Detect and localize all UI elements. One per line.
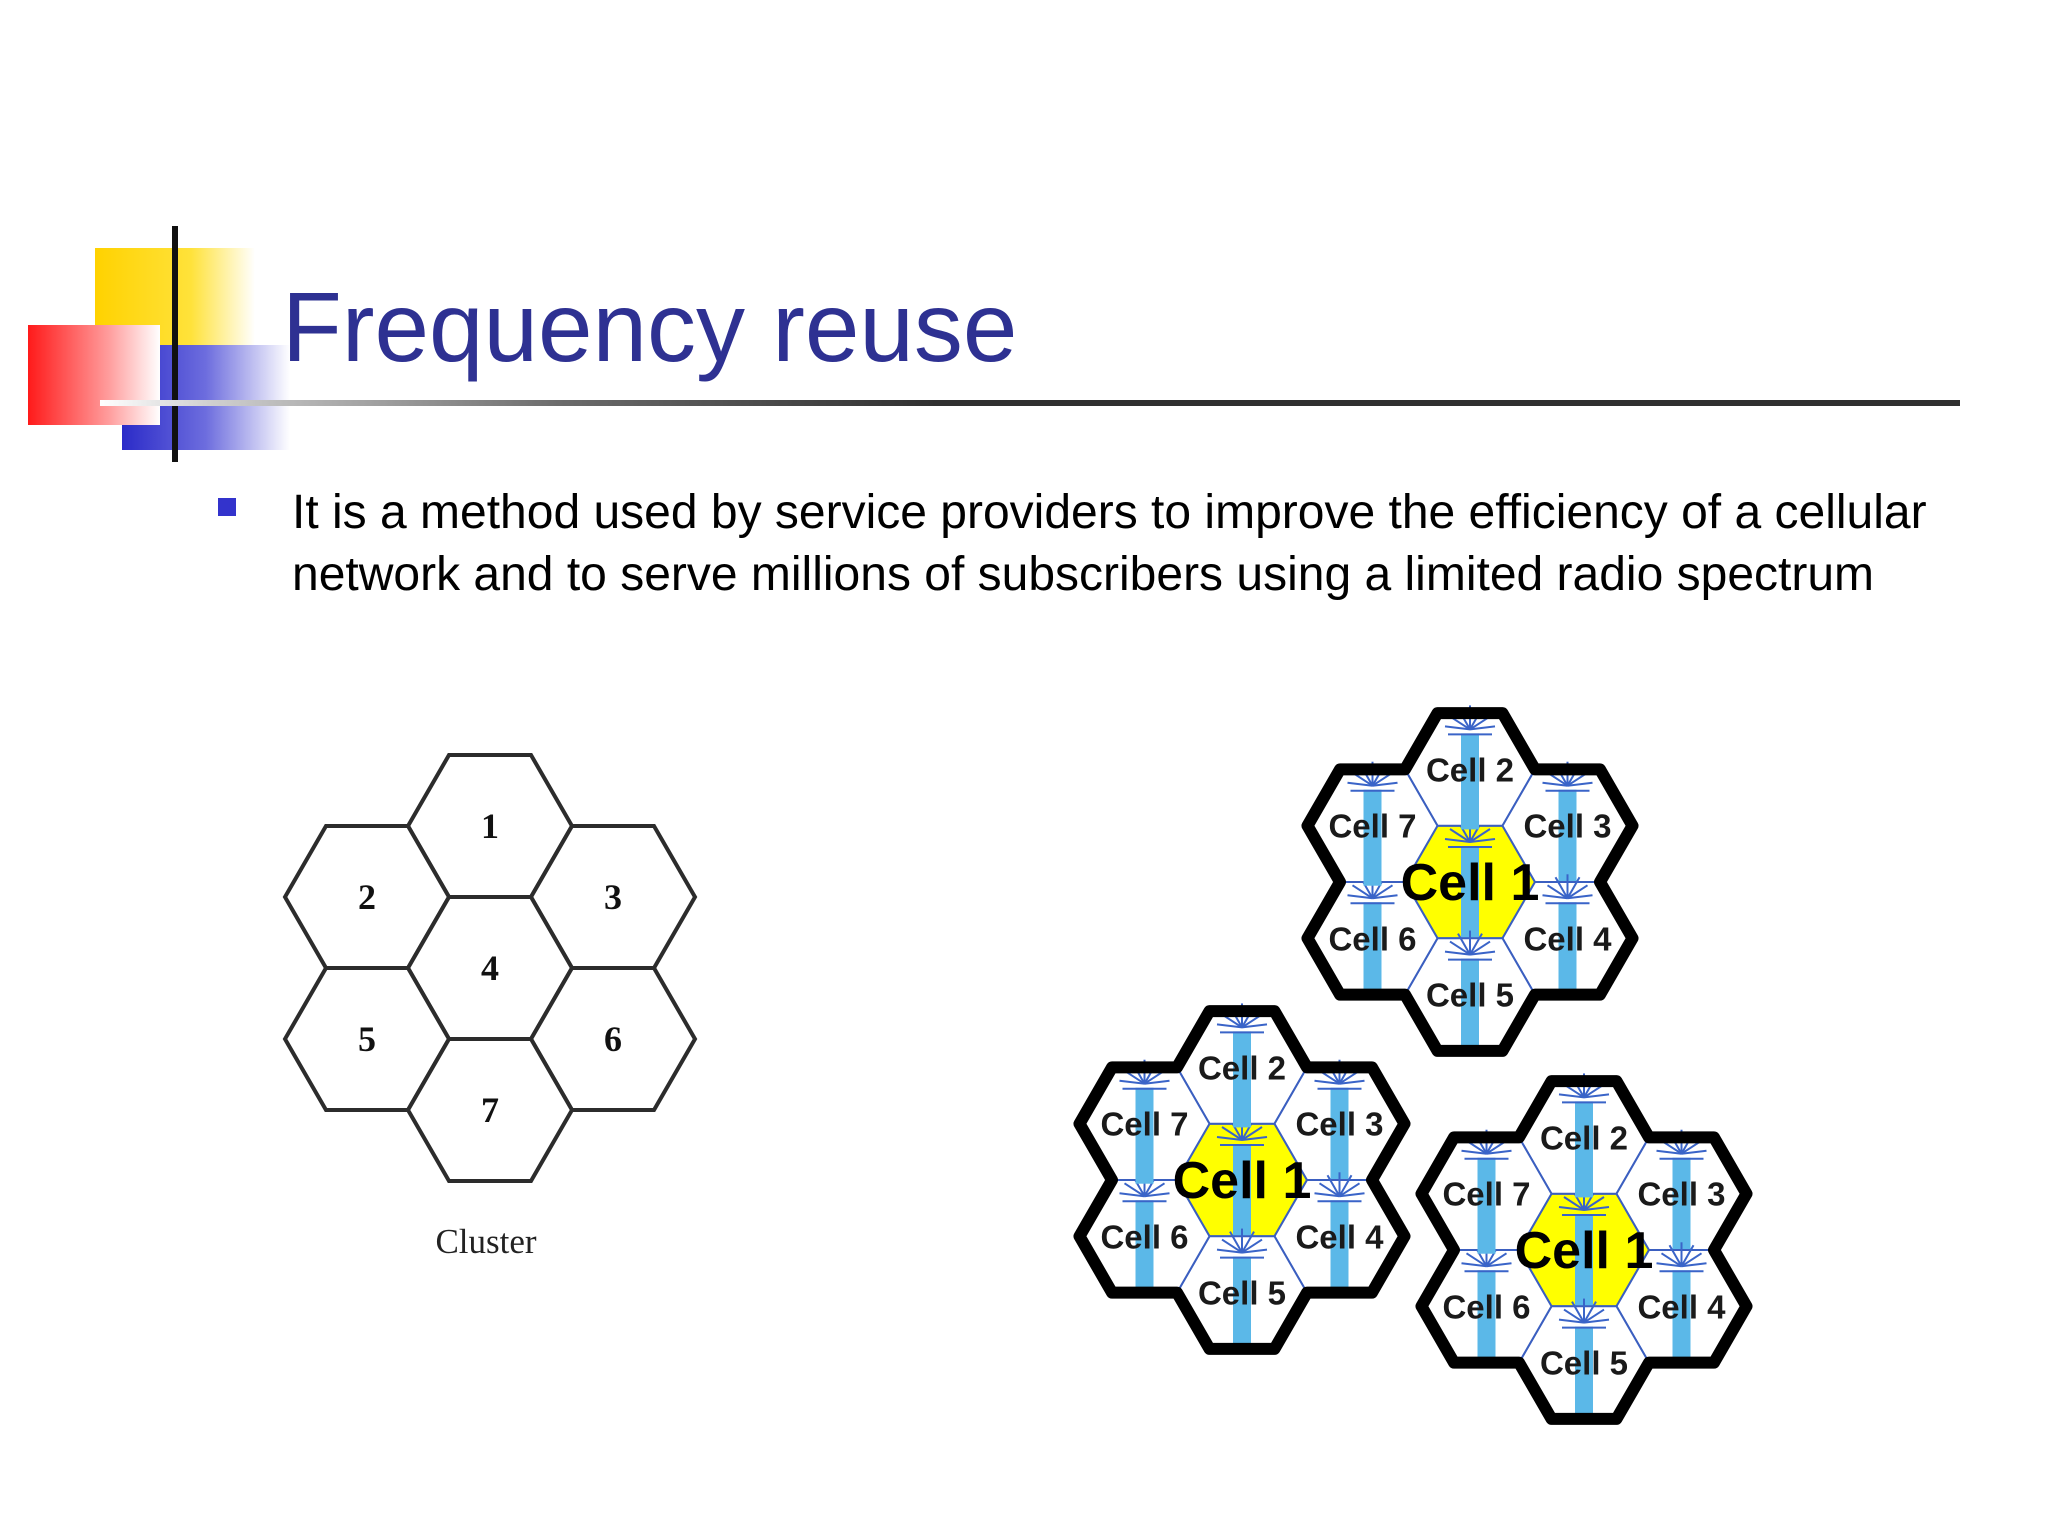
logo-squares	[28, 226, 290, 462]
logo-vertical-line	[172, 226, 178, 462]
cell-label: Cell 2	[1198, 1049, 1286, 1086]
cell-label: Cell 7	[1442, 1176, 1530, 1213]
cell-label: Cell 4	[1637, 1288, 1726, 1325]
logo-red-square	[28, 325, 160, 425]
title-underline	[100, 400, 1960, 406]
bullet-marker	[218, 498, 236, 516]
cell-label: Cell 3	[1637, 1176, 1725, 1213]
cell-label: Cell 3	[1295, 1106, 1383, 1143]
cluster-cell-label: 3	[604, 877, 622, 917]
slide-title: Frequency reuse	[282, 272, 1018, 382]
cell-label: Cell 6	[1442, 1288, 1530, 1325]
cell-label: Cell 6	[1100, 1218, 1188, 1255]
cell-label: Cell 1	[1401, 854, 1540, 912]
cluster-cell-label: 6	[604, 1019, 622, 1059]
cell-label: Cell 2	[1540, 1119, 1628, 1156]
cell-label: Cell 1	[1173, 1152, 1312, 1210]
cluster-cell-label: 1	[481, 806, 499, 846]
reuse-cluster-3-outline	[1415, 1075, 1753, 1425]
cell-label: Cell 4	[1523, 920, 1612, 957]
cluster-cell-label: 2	[358, 877, 376, 917]
cell-label: Cell 4	[1295, 1218, 1384, 1255]
cluster-cell-label: 5	[358, 1019, 376, 1059]
cell-label: Cell 7	[1328, 808, 1416, 845]
reuse-cluster-1-outline	[1301, 707, 1639, 1057]
cell-label: Cell 5	[1426, 977, 1514, 1014]
cluster-cell-label: 7	[481, 1090, 499, 1130]
reuse-cluster-2-outline	[1073, 1005, 1411, 1355]
cluster-caption: Cluster	[435, 1222, 537, 1261]
cluster-cell-7	[405, 1037, 575, 1183]
cell-label: Cell 7	[1100, 1106, 1188, 1143]
cluster-cell-label: 4	[481, 948, 499, 988]
cell-label: Cell 3	[1523, 808, 1611, 845]
cell-label: Cell 1	[1515, 1222, 1654, 1280]
cell-label: Cell 5	[1540, 1345, 1628, 1382]
cell-label: Cell 6	[1328, 920, 1416, 957]
cell-label: Cell 5	[1198, 1275, 1286, 1312]
bullet-text: It is a method used by service providers…	[292, 486, 1927, 601]
cell-label: Cell 2	[1426, 751, 1514, 788]
